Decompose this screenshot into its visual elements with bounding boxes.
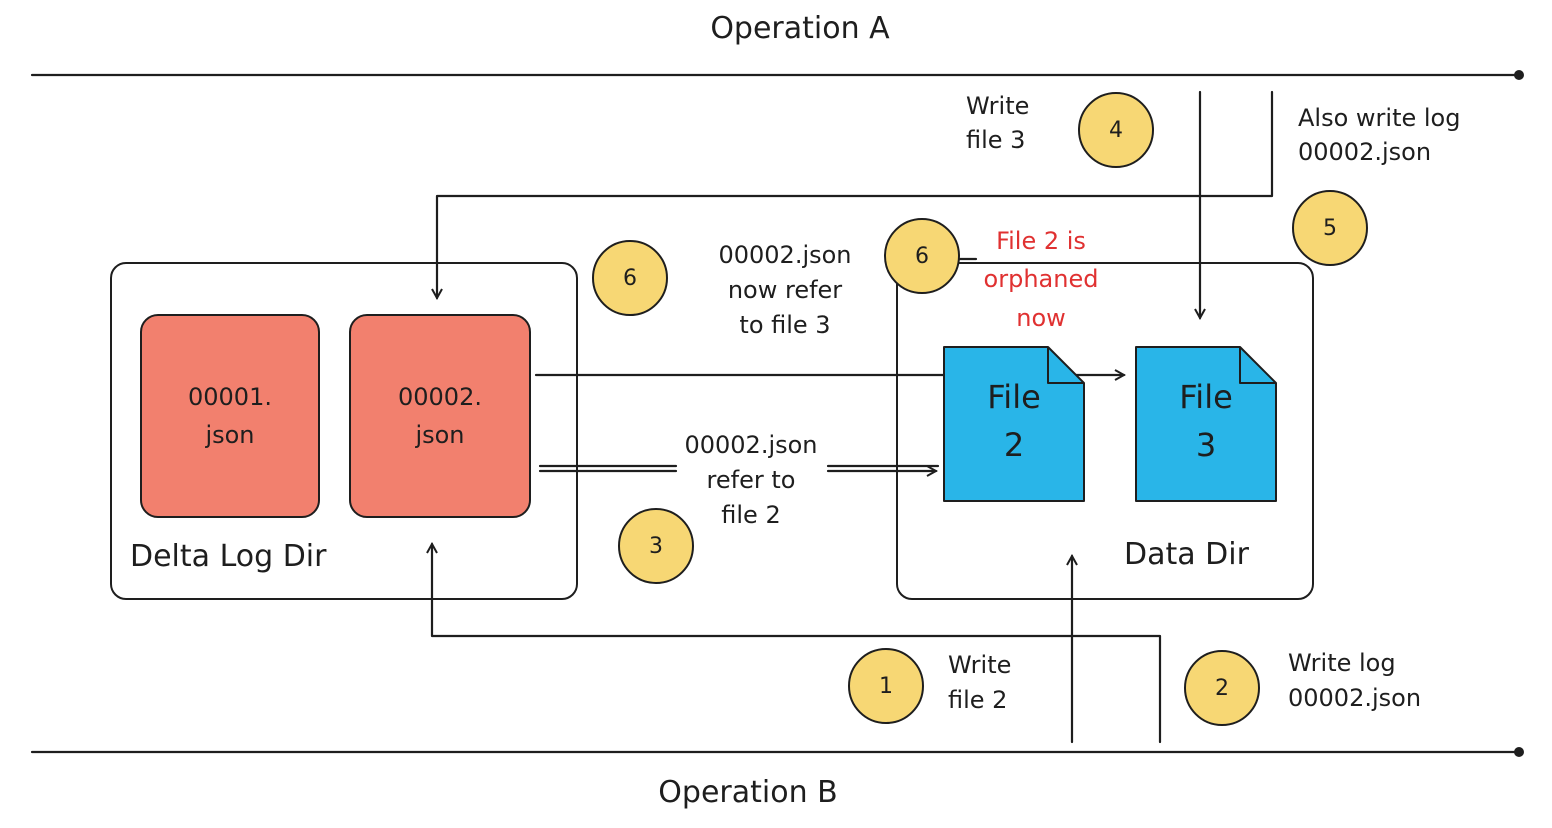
delta-log-dir-label: Delta Log Dir xyxy=(130,539,327,574)
step-3-text: 00002.json refer to file 2 xyxy=(684,431,818,529)
timeline-end-dot xyxy=(1514,747,1524,757)
step-6-badge-orphan: 6 xyxy=(884,218,960,294)
step-2-badge: 2 xyxy=(1184,650,1260,726)
data-dir-label: Data Dir xyxy=(1124,537,1249,572)
log-file-name: 00002. json xyxy=(398,382,482,449)
step-1-text: Write file 2 xyxy=(948,651,1012,714)
operation-a-title: Operation A xyxy=(710,11,890,46)
step-6-badge: 6 xyxy=(592,240,668,316)
log-file-name: 00001. json xyxy=(188,382,272,449)
operation-b-title: Operation B xyxy=(658,775,838,810)
document-icon xyxy=(943,346,1085,502)
step-1-badge: 1 xyxy=(848,648,924,724)
step-2-text: Write log 00002.json xyxy=(1288,649,1422,712)
arrow-write-log-a xyxy=(437,90,1274,298)
data-file-3[interactable]: File 3 xyxy=(1134,345,1278,503)
document-icon xyxy=(1135,346,1277,502)
delta-log-dir-box xyxy=(110,262,578,600)
step-6-text: 00002.json now refer to file 3 xyxy=(718,241,852,339)
step-5-badge: 5 xyxy=(1292,190,1368,266)
step-4-badge: 4 xyxy=(1078,92,1154,168)
data-dir-box xyxy=(896,262,1314,600)
timeline-end-dot xyxy=(1514,70,1524,80)
log-file-00001[interactable]: 00001. json xyxy=(140,314,320,518)
step-3-badge: 3 xyxy=(618,508,694,584)
orphan-text: File 2 is orphaned now xyxy=(983,227,1099,332)
step-4-text: Write file 3 xyxy=(966,92,1030,154)
data-file-label: File 2 xyxy=(987,378,1041,464)
data-file-2[interactable]: File 2 xyxy=(942,345,1086,503)
log-file-00002[interactable]: 00002. json xyxy=(349,314,531,518)
step-5-text: Also write log 00002.json xyxy=(1298,104,1461,166)
data-file-label: File 3 xyxy=(1179,378,1233,464)
arrow-write-log-b xyxy=(432,544,1162,744)
